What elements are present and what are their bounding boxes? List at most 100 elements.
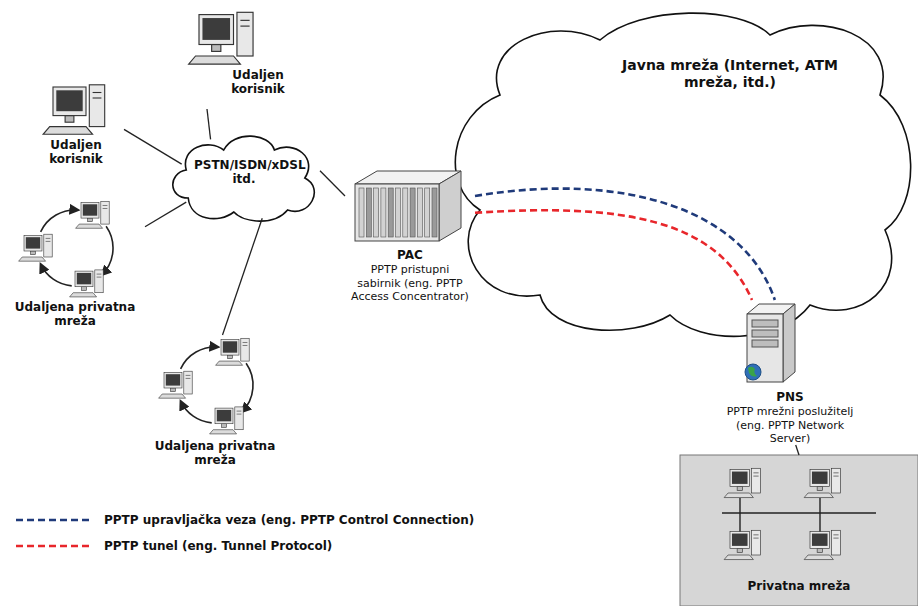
illustration — [150, 335, 280, 435]
monitor — [81, 202, 99, 218]
drive-slot — [237, 411, 242, 412]
monitor-stand — [222, 424, 227, 428]
monitor-stand — [31, 251, 36, 255]
monitor-stand — [817, 549, 822, 553]
screen — [202, 18, 230, 40]
remote-private-network: Udaljena privatna mreža — [5, 198, 145, 329]
connector-line — [223, 218, 263, 335]
rack-slot — [425, 188, 430, 237]
illustration — [347, 168, 467, 244]
screen — [77, 273, 91, 284]
computer-icon — [76, 201, 110, 228]
drive-slot — [243, 342, 248, 343]
monitor — [24, 235, 42, 251]
keyboard — [724, 493, 753, 498]
monitor-stand — [65, 116, 74, 123]
connector-line — [320, 171, 345, 196]
drive-slot — [753, 534, 758, 535]
connector-line — [796, 445, 799, 455]
shape-outline — [440, 5, 915, 340]
drive-slot — [237, 414, 242, 415]
monitor — [215, 408, 233, 424]
keyboard — [804, 555, 833, 560]
ring-arrow — [102, 226, 113, 275]
remote-user: Udaljen korisnik — [28, 80, 124, 175]
legend-text: PPTP tunel (eng. Tunnel Protocol) — [104, 539, 332, 553]
illustration — [189, 4, 249, 66]
computer-icon — [724, 468, 760, 497]
drive-slot — [93, 97, 102, 98]
drive-slot — [97, 274, 102, 275]
keyboard — [216, 361, 243, 365]
tower — [44, 234, 52, 257]
tower — [831, 530, 840, 555]
server-side — [783, 304, 795, 382]
keyboard — [76, 224, 103, 228]
node-label: Javna mreža (Internet, ATM mreža, itd.) — [595, 57, 865, 91]
monitor-stand — [737, 487, 742, 491]
monitor — [810, 470, 830, 487]
rack-slot — [359, 188, 364, 237]
computer-icon — [804, 530, 840, 559]
monitor — [730, 532, 750, 549]
keyboard — [19, 257, 46, 261]
remote-user: Udaljen korisnik — [185, 4, 295, 109]
tower — [831, 468, 840, 493]
tower — [95, 270, 103, 293]
connector-line — [207, 109, 211, 139]
node-label: PSTN/ISDN/xDSL itd. — [194, 158, 294, 187]
globe-icon — [745, 364, 761, 380]
screen — [732, 534, 748, 546]
keyboard — [70, 293, 97, 297]
rack-side — [439, 171, 461, 241]
rack-slot — [403, 188, 408, 237]
tower — [751, 530, 760, 555]
connector-line — [124, 129, 182, 164]
tower — [751, 468, 760, 493]
node-label: Udaljen korisnik — [28, 138, 124, 167]
node-label: PPTP mrežni poslužitelj (eng. PPTP Netwo… — [715, 405, 865, 445]
ring-arrow — [181, 347, 219, 369]
tower — [235, 407, 243, 430]
screen — [223, 341, 237, 352]
screen — [166, 374, 180, 385]
monitor-stand — [228, 355, 233, 359]
server-bay — [752, 330, 778, 337]
monitor-stand — [817, 487, 822, 491]
monitor — [199, 15, 234, 45]
drive-slot — [186, 375, 191, 376]
lan-drop — [819, 498, 820, 513]
globe-land — [748, 367, 757, 377]
tower — [237, 12, 253, 56]
rack-slot — [366, 188, 371, 237]
node-label: Udaljen korisnik — [221, 68, 295, 97]
computer-icon — [43, 85, 105, 135]
screen — [812, 534, 828, 546]
ring-arrow — [41, 264, 72, 286]
monitor-stand — [88, 218, 93, 222]
legend-sample — [14, 541, 94, 551]
monitor — [75, 271, 93, 287]
network-panel — [680, 455, 918, 606]
monitor-stand — [212, 45, 221, 52]
cloud-outline — [173, 136, 314, 221]
screen — [732, 472, 748, 484]
access-concentrator: PACPPTP pristupni sabirnik (eng. PPTP Ac… — [345, 168, 475, 308]
drive-slot — [240, 26, 249, 27]
connector-line — [475, 189, 775, 300]
computer-icon — [210, 407, 244, 434]
lan-bus — [722, 512, 876, 513]
keyboard — [210, 430, 237, 434]
rack-front — [355, 184, 439, 241]
drive-slot — [833, 472, 838, 473]
ring-arrow — [242, 363, 253, 412]
screen — [26, 237, 40, 248]
server-bay — [752, 320, 778, 327]
server-front — [747, 314, 783, 382]
drive-slot — [93, 92, 102, 93]
legend-row: PPTP upravljačka veza (eng. PPTP Control… — [14, 513, 474, 527]
connector-line — [145, 202, 186, 227]
drive-slot — [833, 534, 838, 535]
monitor-stand — [737, 549, 742, 553]
